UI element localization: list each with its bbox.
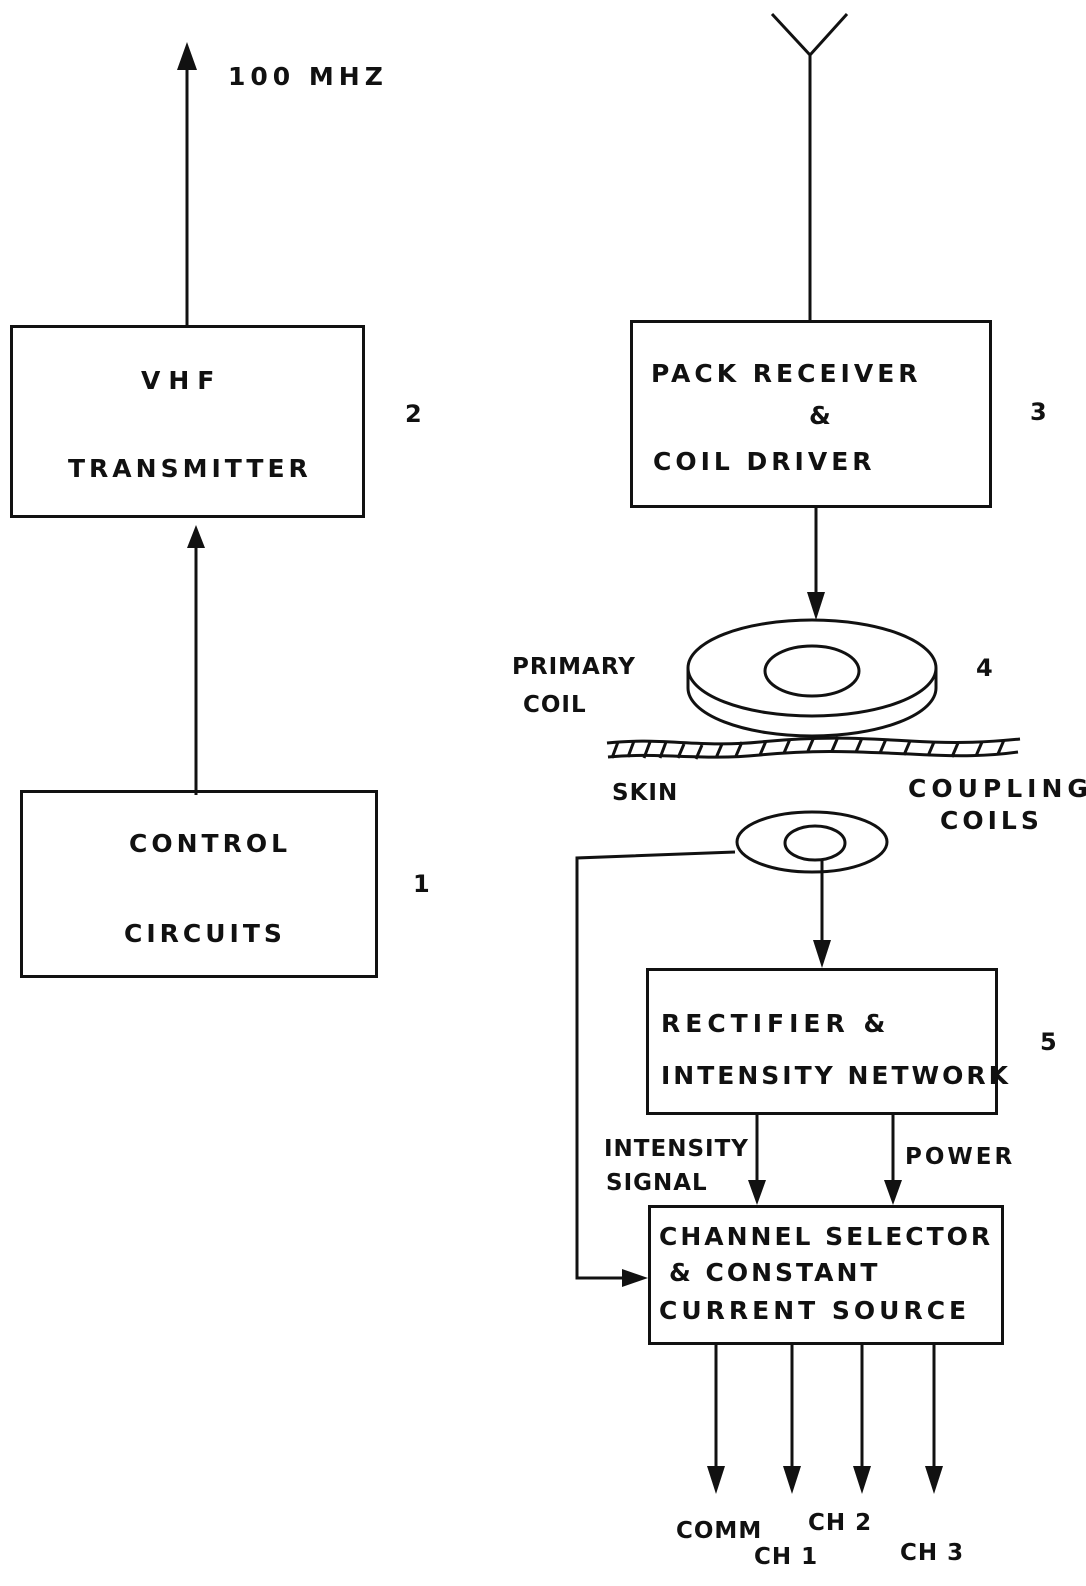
coupling-label: COUPLING — [908, 774, 1086, 803]
coil-driver-label: COIL DRIVER — [653, 447, 876, 476]
circuits-label: CIRCUITS — [124, 919, 286, 948]
comm-arrowhead — [707, 1466, 725, 1494]
channel-selector-label: CHANNEL SELECTOR — [659, 1222, 994, 1251]
skin-label: SKIN — [612, 780, 679, 806]
power-label: POWER — [905, 1144, 1016, 1170]
skin-layer — [606, 736, 1021, 760]
constant-label: & CONSTANT — [669, 1258, 881, 1287]
control-to-vhf-arrowhead — [187, 525, 205, 548]
bypass-arrowhead — [622, 1269, 648, 1287]
pack-block-number: 3 — [1030, 398, 1047, 426]
coil-label: COIL — [523, 692, 587, 718]
ch1-output-label: CH 1 — [754, 1544, 819, 1570]
power-arrowhead — [884, 1180, 902, 1205]
current-source-label: CURRENT SOURCE — [659, 1296, 971, 1325]
ch3-arrowhead — [925, 1466, 943, 1494]
control-block-number: 1 — [413, 870, 430, 898]
control-label: CONTROL — [129, 829, 292, 858]
pack-receiver-label: PACK RECEIVER — [651, 359, 922, 388]
pack-ampersand: & — [809, 401, 835, 430]
channel-selector-block: CHANNEL SELECTOR & CONSTANT CURRENT SOUR… — [648, 1205, 1004, 1345]
primary-coil-icon — [686, 618, 938, 738]
ch2-arrowhead — [853, 1466, 871, 1494]
coil-number: 4 — [976, 654, 993, 682]
secondary-coil-icon — [735, 810, 889, 874]
intensity-label: INTENSITY — [604, 1136, 749, 1162]
ch3-output-label: CH 3 — [900, 1540, 965, 1566]
vhf-label: VHF — [141, 366, 223, 395]
antenna-right-arm — [808, 12, 849, 57]
vhf-block-number: 2 — [405, 400, 422, 428]
rectifier-label: RECTIFIER & — [661, 1009, 891, 1038]
pack-receiver-block: PACK RECEIVER & COIL DRIVER — [630, 320, 992, 508]
coils-label: COILS — [940, 806, 1043, 835]
coil-to-rectifier-arrowhead — [813, 940, 831, 968]
rectifier-block-number: 5 — [1040, 1028, 1057, 1056]
output-frequency-label: 100 MHZ — [228, 62, 388, 91]
intensity-signal-arrowhead — [748, 1180, 766, 1205]
vhf-output-arrowhead — [177, 42, 197, 70]
intensity-network-label: INTENSITY NETWORK — [661, 1061, 1011, 1090]
rectifier-block: RECTIFIER & INTENSITY NETWORK — [646, 968, 1008, 1115]
transmitter-label: TRANSMITTER — [68, 454, 312, 483]
signal-label: SIGNAL — [606, 1170, 708, 1196]
vhf-transmitter-block: VHF TRANSMITTER — [10, 325, 365, 518]
primary-label: PRIMARY — [512, 654, 636, 680]
pack-to-coil-arrowhead — [807, 592, 825, 620]
channel-bypass-wire — [575, 850, 736, 1280]
control-circuits-block: CONTROL CIRCUITS — [20, 790, 378, 978]
ch1-arrowhead — [783, 1466, 801, 1494]
comm-output-label: COMM — [676, 1518, 763, 1544]
antenna-left-arm — [770, 12, 812, 57]
ch2-output-label: CH 2 — [808, 1510, 873, 1536]
